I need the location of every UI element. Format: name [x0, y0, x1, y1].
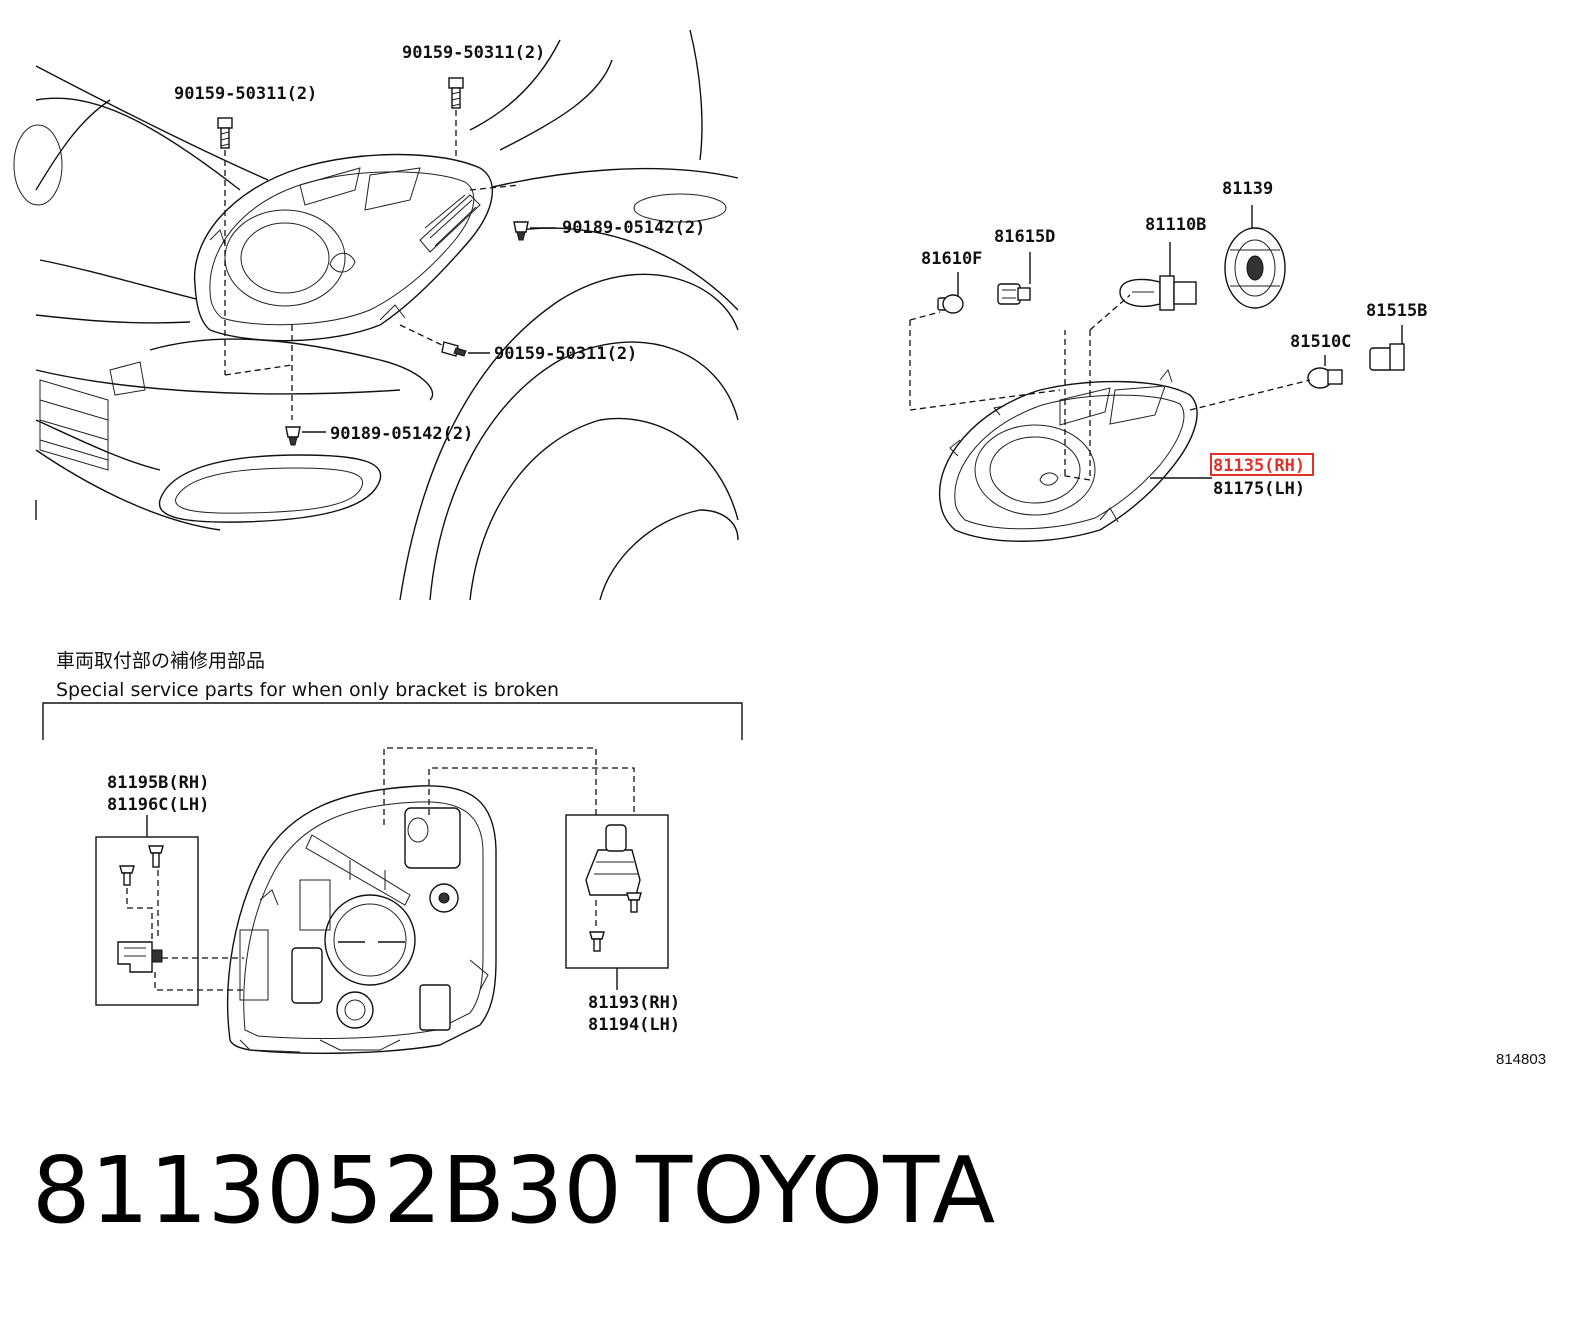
bulb-cover-icon [1224, 227, 1286, 309]
label-clip-right: 90189-05142(2) [562, 218, 705, 238]
label-81139: 81139 [1222, 179, 1273, 199]
label-81110b: 81110B [1145, 215, 1206, 235]
service-note-japanese: 車両取付部の補修用部品 [56, 650, 265, 672]
screw-icon [119, 865, 135, 886]
vehicle-fasteners [217, 77, 556, 446]
service-bracket-frame [42, 702, 743, 740]
screw-icon [148, 845, 164, 868]
clip-icon [513, 221, 529, 241]
wedge-bulb-icon [937, 294, 964, 314]
left-bracket-kit [95, 815, 244, 1006]
screw-icon [589, 931, 605, 952]
headlamp-bulbs [937, 227, 1405, 389]
label-headlamp-rh[interactable]: 81135(RH) [1213, 456, 1305, 476]
bracket-kit-frame [95, 836, 199, 1006]
label-81610f: 81610F [921, 249, 982, 269]
bolt-icon [217, 117, 233, 149]
headlamp-rear-view [226, 785, 497, 1054]
headlamp-leader-lines [909, 205, 1403, 481]
bracket-icon [585, 824, 641, 896]
label-81515b: 81515B [1366, 301, 1427, 321]
label-bolt-top-left: 90159-50311(2) [174, 84, 317, 104]
service-note-english: Special service parts for when only brac… [56, 679, 559, 701]
bracket-icon [117, 941, 163, 973]
rear-view-leader-lines [383, 747, 635, 825]
part-number: 8113052B30 [32, 1137, 622, 1244]
screw-icon [626, 892, 642, 913]
label-bolt-top-center: 90159-50311(2) [402, 43, 545, 63]
vehicle-headlamp [193, 153, 494, 342]
label-bracket-lh: 81194(LH) [588, 1015, 680, 1035]
diagram-reference: 814803 [1496, 1051, 1546, 1068]
label-81615d: 81615D [994, 227, 1055, 247]
halogen-bulb-icon [1119, 275, 1197, 311]
label-bracket-rh: 81193(RH) [588, 993, 680, 1013]
socket-icon [997, 283, 1031, 305]
right-bracket-kit [565, 814, 669, 990]
brand-name: TOYOTA [635, 1137, 995, 1244]
side-bulb-icon [1307, 367, 1343, 389]
bolt-icon [441, 341, 467, 357]
label-bracket-kit-lh: 81196C(LH) [107, 795, 209, 815]
label-bracket-kit-rh: 81195B(RH) [107, 773, 209, 793]
socket-icon [1369, 343, 1405, 371]
label-headlamp-lh: 81175(LH) [1213, 479, 1305, 499]
highlight-box [1210, 453, 1314, 476]
label-81510c: 81510C [1290, 332, 1351, 352]
clip-icon [285, 426, 301, 446]
bolt-icon [448, 77, 464, 109]
label-clip-lower: 90189-05142(2) [330, 424, 473, 444]
label-bolt-lower-right: 90159-50311(2) [494, 344, 637, 364]
headlamp-assembly [938, 368, 1198, 542]
